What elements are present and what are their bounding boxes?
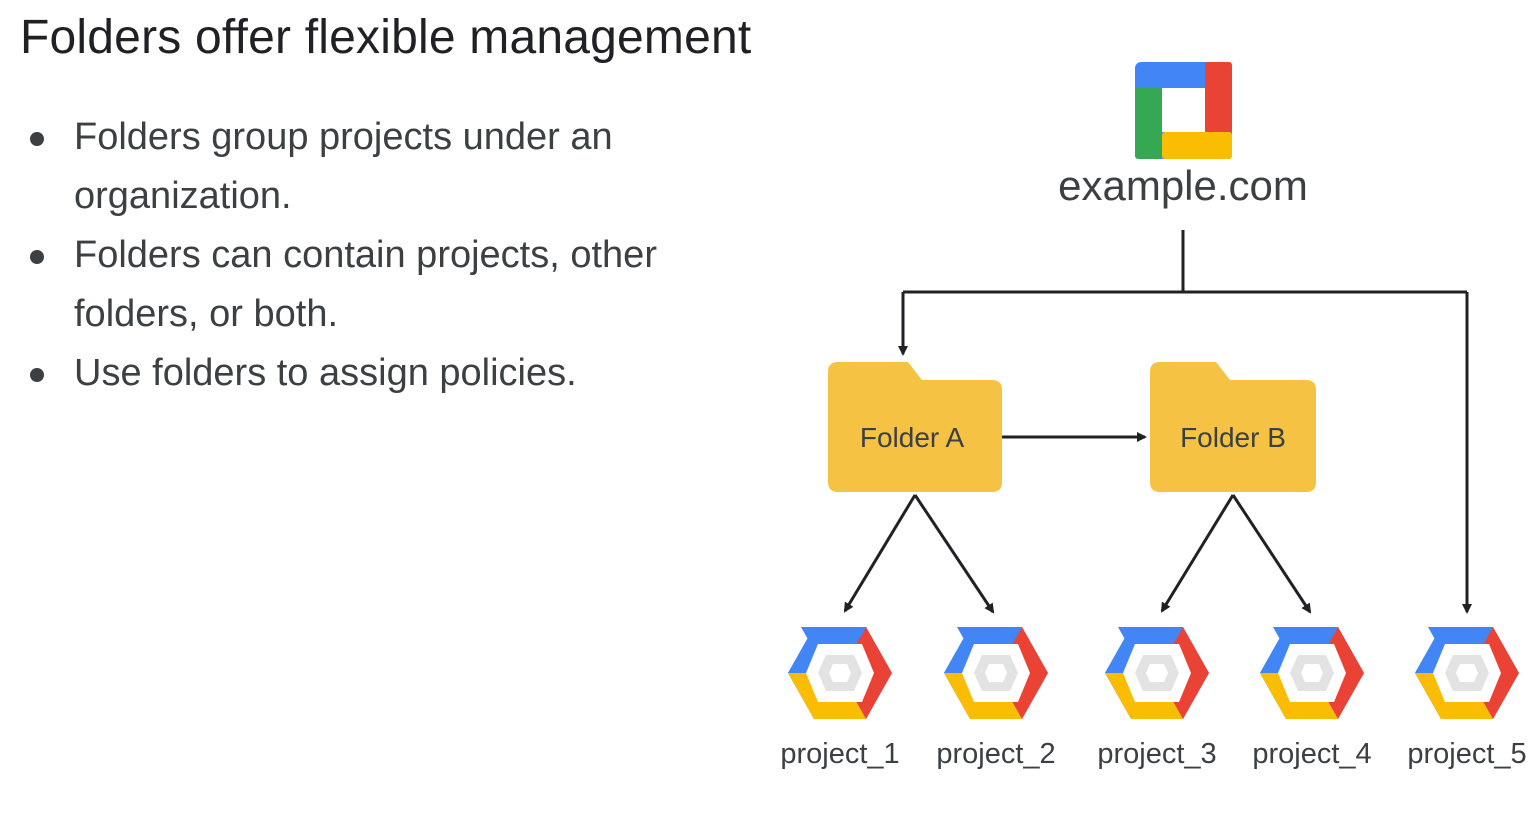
connector-lines — [843, 230, 1472, 614]
bullet-list: Folders group projects under an organiza… — [22, 108, 742, 403]
organization-label: example.com — [1058, 162, 1308, 209]
project-1-label: project_1 — [780, 738, 899, 770]
folder-icon — [1150, 362, 1316, 492]
arrow-to-project-1 — [843, 494, 917, 613]
project-1: project_1 — [780, 627, 900, 770]
gcp-project-hexagon-icon — [1260, 627, 1364, 719]
project-3-label: project_3 — [1097, 738, 1216, 770]
gcp-project-hexagon-icon — [1415, 627, 1519, 719]
slide-title: Folders offer flexible management — [20, 11, 752, 64]
project-5-label: project_5 — [1407, 738, 1526, 770]
project-2: project_2 — [936, 627, 1056, 770]
bullet-dot — [30, 132, 44, 146]
folder-a-label: Folder A — [860, 422, 965, 453]
gcp-project-hexagon-icon — [944, 627, 1048, 719]
bullet-text: Use folders to assign policies. — [74, 352, 577, 394]
bullet-dot — [30, 250, 44, 264]
arrow-to-project-2 — [913, 494, 995, 614]
project-3: project_3 — [1097, 627, 1217, 770]
bullet-item: Folders can contain projects, other fold… — [22, 226, 742, 344]
arrow-to-project-3 — [1160, 494, 1235, 613]
folder-icon — [828, 362, 1002, 492]
gcp-project-hexagon-icon — [788, 627, 892, 719]
gcp-project-hexagon-icon — [1105, 627, 1209, 719]
project-5: project_5 — [1407, 627, 1527, 770]
bullet-item: Use folders to assign policies. — [22, 344, 742, 403]
bullet-text: Folders can contain projects, other fold… — [74, 234, 657, 335]
project-2-label: project_2 — [936, 738, 1055, 770]
arrow-to-project-4 — [1231, 494, 1312, 614]
bullet-dot — [30, 368, 44, 382]
folder-a: Folder A — [828, 362, 1002, 492]
bullet-item: Folders group projects under an organiza… — [22, 108, 742, 226]
folder-b: Folder B — [1150, 362, 1316, 492]
organization-icon — [1135, 62, 1232, 159]
project-4-label: project_4 — [1252, 738, 1371, 770]
bullet-text: Folders group projects under an organiza… — [74, 116, 613, 217]
folder-b-label: Folder B — [1180, 422, 1286, 453]
project-4: project_4 — [1252, 627, 1372, 770]
